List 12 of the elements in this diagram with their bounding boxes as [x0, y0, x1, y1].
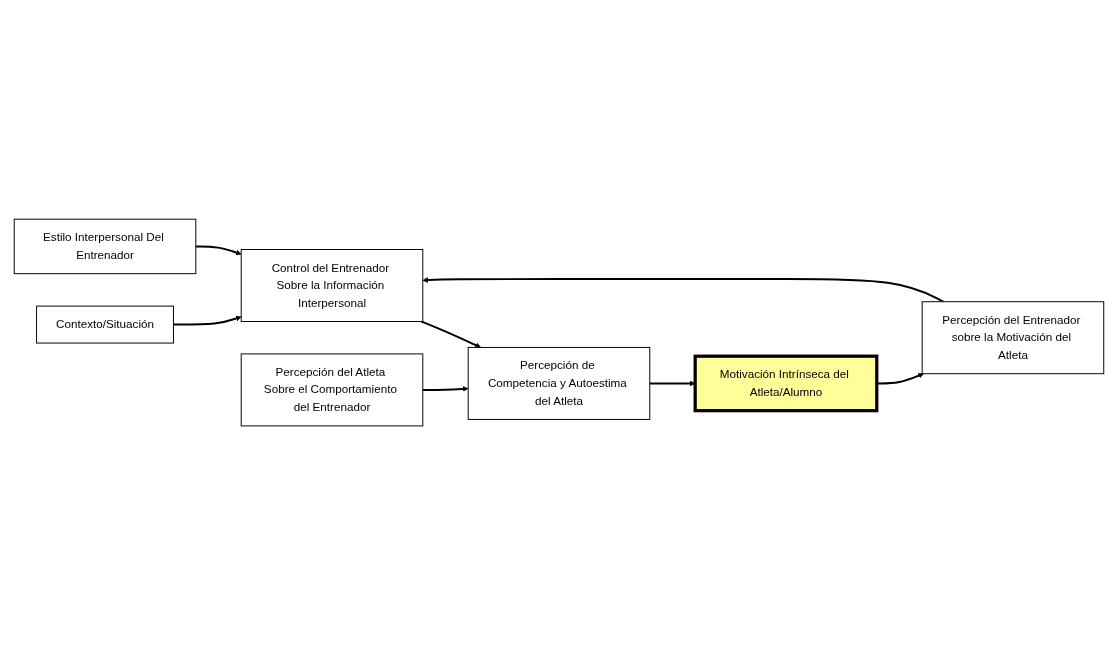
node-box: Estilo Interpersonal Del Entrenador: [13, 218, 196, 275]
node-box: Percepción del Atleta Sobre el Comportamiento del Entrenador: [240, 353, 423, 427]
arrow: [419, 320, 481, 348]
arrow: [172, 315, 241, 326]
node-box: Contexto/Situación: [35, 305, 174, 344]
node-box: Percepción del Entrenador sobre la Motivación del Atleta: [921, 301, 1104, 375]
node-box: Control del Entrenador Sobre la Información Interpersonal: [240, 248, 423, 322]
arrow: [421, 386, 468, 392]
node-box: Motivación Intrínseca del Atleta/Alumno: [693, 354, 878, 413]
arrow: [422, 277, 944, 303]
node-box: Percepción de Competencia y Autoestima del Atleta: [467, 346, 650, 420]
arrow: [194, 245, 241, 256]
